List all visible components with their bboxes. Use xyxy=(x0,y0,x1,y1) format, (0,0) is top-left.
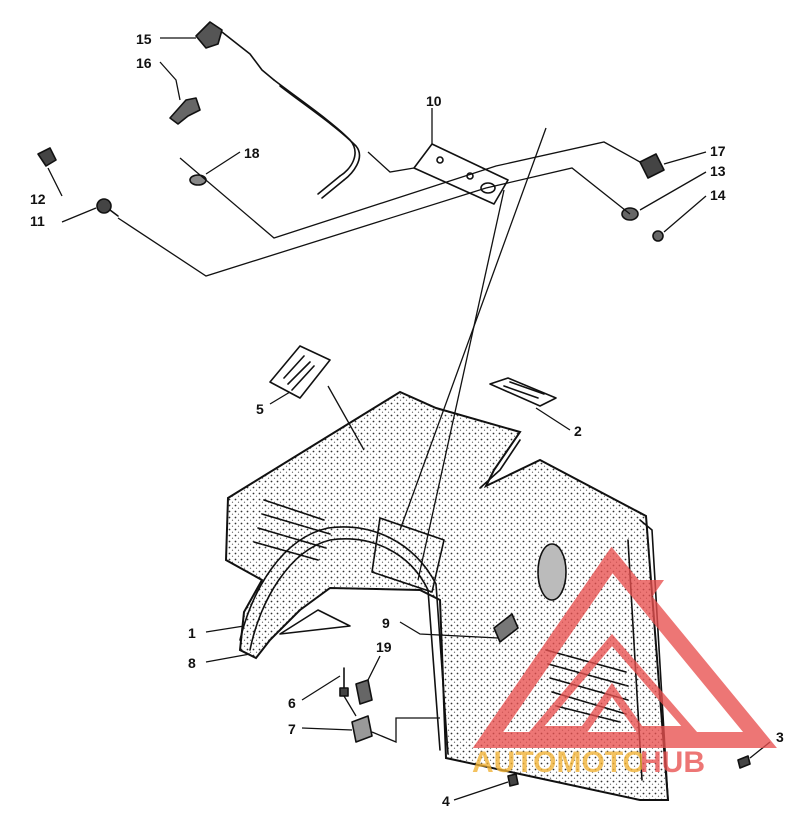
callout-15: 15 xyxy=(136,31,152,47)
callout-13: 13 xyxy=(710,163,726,179)
callout-2: 2 xyxy=(574,423,582,439)
console-panel-10 xyxy=(413,143,509,205)
callout-7: 7 xyxy=(288,721,296,737)
decal-2 xyxy=(489,377,557,407)
throttle-control-15 xyxy=(195,21,361,199)
callout-14: 14 xyxy=(710,187,726,203)
callout-11: 11 xyxy=(30,213,45,229)
hood-body xyxy=(224,390,670,801)
callout-10: 10 xyxy=(426,93,442,109)
watermark-text-primary: AUTOMOTO xyxy=(472,746,646,779)
screw-6 xyxy=(339,667,349,697)
switch-17 xyxy=(639,153,665,179)
callout-12: 12 xyxy=(30,191,46,207)
screw-3 xyxy=(737,755,751,769)
leader-lines xyxy=(47,37,771,801)
clip-19 xyxy=(355,679,373,705)
callout-5: 5 xyxy=(256,401,264,417)
callout-labels: 1 2 3 4 5 6 7 8 9 10 11 12 13 14 15 16 1… xyxy=(30,31,784,809)
callout-9: 9 xyxy=(382,615,390,631)
watermark-logo-icon xyxy=(472,546,777,748)
screw-4 xyxy=(507,773,519,787)
grommet-18 xyxy=(189,174,207,186)
callout-17: 17 xyxy=(710,143,726,159)
lever-16 xyxy=(169,97,201,125)
callout-1: 1 xyxy=(188,625,196,641)
callout-4: 4 xyxy=(442,793,450,809)
watermark: AUTOMOTO HUB xyxy=(472,546,777,779)
callout-19: 19 xyxy=(376,639,392,655)
nut-14 xyxy=(652,230,664,242)
callout-6: 6 xyxy=(288,695,296,711)
callout-8: 8 xyxy=(188,655,196,671)
callout-16: 16 xyxy=(136,55,152,71)
switch-12 xyxy=(37,147,57,167)
decal-5 xyxy=(269,345,331,399)
watermark-text-secondary: HUB xyxy=(640,746,705,779)
knob-11 xyxy=(96,198,119,217)
callout-18: 18 xyxy=(244,145,260,161)
clip-7 xyxy=(351,715,373,743)
callout-3: 3 xyxy=(776,729,784,745)
